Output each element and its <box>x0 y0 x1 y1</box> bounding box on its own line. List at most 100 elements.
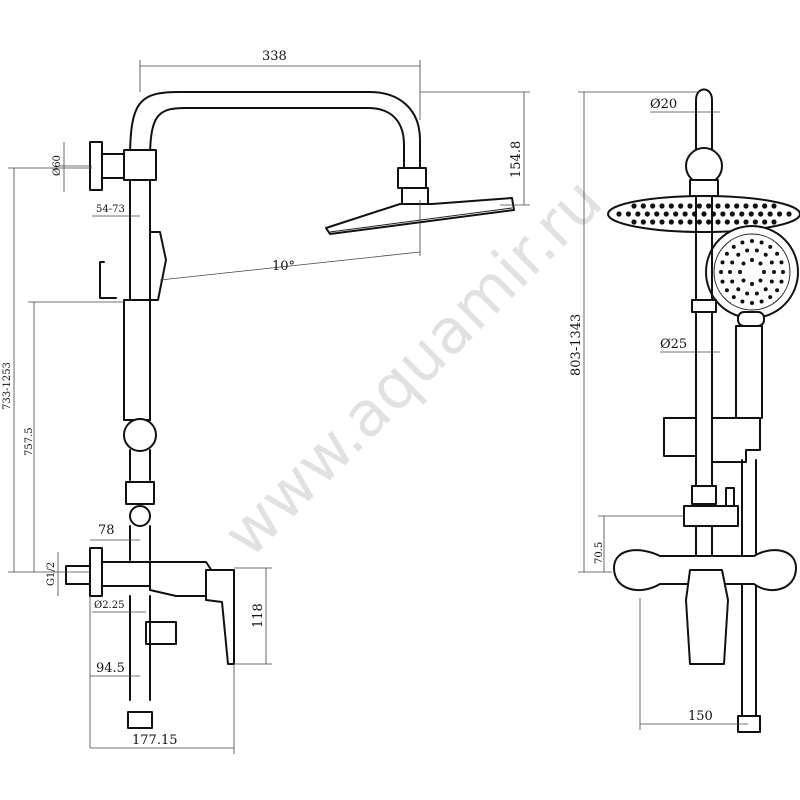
nozzle-dot <box>752 219 758 225</box>
nozzle-dot <box>779 260 784 265</box>
nozzle-dot <box>701 211 707 217</box>
nozzle-dot <box>706 219 712 225</box>
nozzle-dot <box>786 211 792 217</box>
nozzle-dot <box>750 282 754 286</box>
nozzle-dot <box>631 203 637 209</box>
front-lower-pipe <box>695 525 713 557</box>
nozzle-dot <box>635 211 641 217</box>
hand-shower-button <box>737 311 765 327</box>
nozzle-dot <box>743 219 749 225</box>
nozzle-dot <box>759 240 764 245</box>
nozzle-dot <box>769 279 774 284</box>
dim-mixer-height: 118 <box>251 603 266 628</box>
nozzle-dot <box>724 203 730 209</box>
lower-pipe <box>129 449 151 481</box>
nozzle-dot <box>644 211 650 217</box>
nozzle-dot <box>745 291 750 296</box>
dim-pipe-dia-top: Ø20 <box>650 97 677 112</box>
nozzle-dot <box>720 211 726 217</box>
nozzle-dot <box>731 295 736 300</box>
nozzle-dot <box>779 279 784 284</box>
nozzle-dot <box>759 299 764 304</box>
front-diverter-nut <box>691 485 717 505</box>
nozzle-dot <box>715 203 721 209</box>
shower-arm <box>129 91 421 171</box>
dim-height-range-left: 733-1253 <box>2 362 13 410</box>
nozzle-dot <box>775 251 780 256</box>
hose-end <box>127 711 153 729</box>
side-view: 338 154.8 10° Ø60 54-73 733-1253 757.5 7… <box>2 49 530 754</box>
dim-inlet-small: G1/2 <box>46 562 57 586</box>
hex-key-icon <box>99 261 117 299</box>
arm-connector <box>397 167 427 189</box>
slide-bar-knob <box>123 418 157 452</box>
nozzle-dot <box>738 270 742 274</box>
dim-mixer-offset: 70.5 <box>594 542 605 564</box>
nozzle-dot <box>650 203 656 209</box>
nozzle-dot <box>750 301 754 305</box>
front-slide-clip <box>711 417 761 463</box>
nozzle-dot <box>763 287 768 292</box>
front-view: Ø20 Ø25 803-1343 70.5 150 <box>569 88 800 733</box>
nozzle-dot <box>740 240 745 245</box>
nozzle-dot <box>640 203 646 209</box>
nozzle-dot <box>668 219 674 225</box>
nozzle-dot <box>741 278 746 283</box>
nozzle-dot <box>678 219 684 225</box>
nozzle-dot <box>668 203 674 209</box>
nozzle-dot <box>696 203 702 209</box>
dim-total-depth: 177.15 <box>132 733 178 748</box>
front-hand-handle <box>735 325 763 419</box>
dim-pipe-dia-mid: Ø25 <box>660 337 687 352</box>
nozzle-dot <box>719 270 723 274</box>
front-diverter-knob <box>725 487 735 507</box>
dim-bracket-range: 54-73 <box>96 204 125 215</box>
nozzle-dot <box>768 244 773 249</box>
nozzle-dot <box>616 211 622 217</box>
nozzle-dot <box>771 219 777 225</box>
nozzle-dot <box>724 288 729 293</box>
nozzle-dot <box>687 203 693 209</box>
pipe-to-mixer <box>129 525 151 561</box>
nozzle-dot <box>736 287 741 292</box>
nozzle-dot <box>696 219 702 225</box>
nozzle-dot <box>739 211 745 217</box>
nozzle-dot <box>706 203 712 209</box>
nozzle-dot <box>687 219 693 225</box>
dim-height-range-right: 803-1343 <box>569 314 584 376</box>
bracket-arm-top <box>101 153 125 179</box>
nozzle-dot <box>724 251 729 256</box>
dim-head-angle: 10° <box>272 259 295 274</box>
nozzle-dot <box>748 211 754 217</box>
nozzle-dot <box>729 211 735 217</box>
inlet-connector <box>65 565 91 585</box>
nozzle-dot <box>762 270 766 274</box>
nozzle-dot <box>654 211 660 217</box>
shower-head-edge <box>329 207 513 233</box>
nozzle-dot <box>758 211 764 217</box>
nozzle-dot <box>750 239 754 243</box>
shower-arm-inner <box>149 107 405 171</box>
nozzle-dot <box>631 219 637 225</box>
dim-wall-flange: Ø60 <box>52 155 63 176</box>
front-slide-holder <box>663 417 697 457</box>
nozzle-dot <box>640 219 646 225</box>
nozzle-dot <box>743 203 749 209</box>
nozzle-dot <box>768 295 773 300</box>
wall-flange-bottom <box>89 547 103 597</box>
nozzle-dot <box>659 219 665 225</box>
eccentric-union <box>101 561 151 587</box>
nozzle-dot <box>650 219 656 225</box>
nozzle-dot <box>730 279 735 284</box>
hand-shower-nozzles <box>719 239 785 305</box>
dim-head-drop: 154.8 <box>509 141 524 178</box>
nozzle-dot <box>762 219 768 225</box>
nozzle-dot <box>762 203 768 209</box>
nozzle-dot <box>769 260 774 265</box>
bracket-clamp-top <box>123 149 157 181</box>
nozzle-dot <box>673 211 679 217</box>
dim-spout-depth: 94.5 <box>96 661 125 676</box>
mixer-lever <box>205 569 235 665</box>
bottom-outlet <box>145 621 177 645</box>
